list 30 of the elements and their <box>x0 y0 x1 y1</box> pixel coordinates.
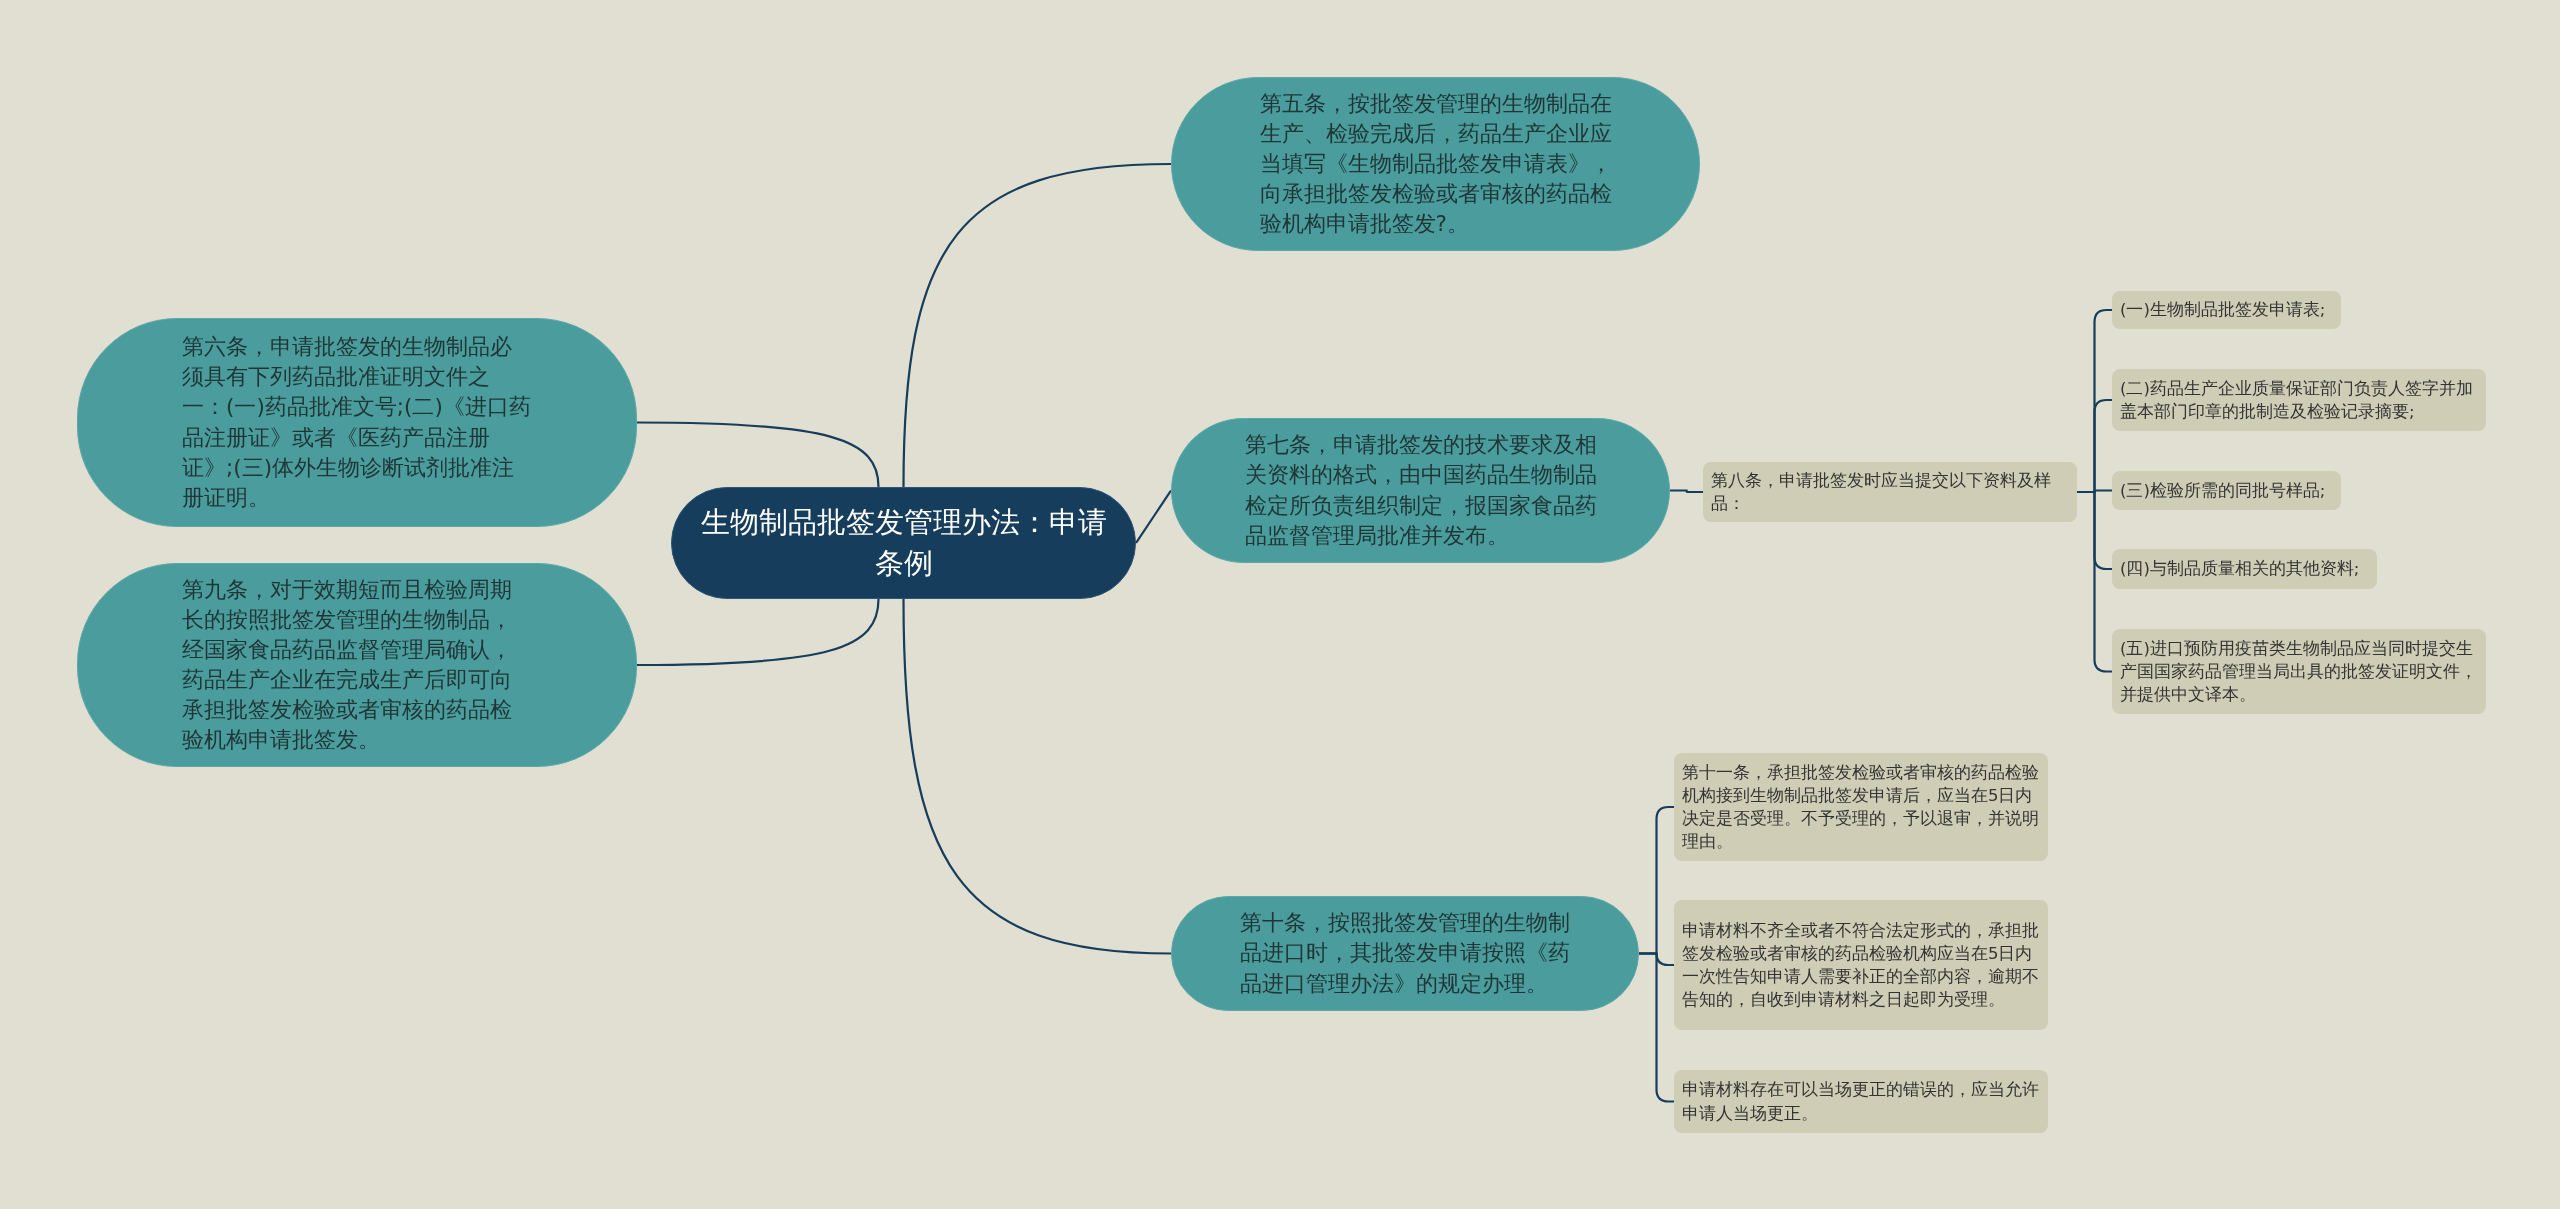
subtopic-box <box>2112 549 2377 589</box>
subtopic-box <box>2112 369 2486 431</box>
subtopic-box <box>1674 753 2048 861</box>
topic-text: 第七条，申请批签发的技术要求及相关资料的格式，由中国药品生物制品检定所负责组织制定，报国家食品药品监督管理局批准并发布。 <box>1244 431 1597 550</box>
subtopic-box <box>2112 291 2341 329</box>
topic-text: 生物制品批签发管理办法：申请条例 <box>699 504 1108 582</box>
topic-text: (四)与制品质量相关的其他资料; <box>2120 558 2361 581</box>
topic-text: 第十一条，承担批签发检验或者审核的药品检验机构接到生物制品批签发申请后，应当在5日内决定是否受理。不予受理的，予以退审，并说明理由。 <box>1682 761 2040 854</box>
topic-text: (一)生物制品批签发申请表; <box>2120 299 2327 322</box>
topic-text: 第十条，按照批签发管理的生物制品进口时，其批签发申请按照《药品进口管理办法》的规定办理。 <box>1240 909 1570 998</box>
topic-text: 申请材料存在可以当场更正的错误的，应当允许申请人当场更正。 <box>1682 1079 2040 1125</box>
topic-text: 第五条，按批签发管理的生物制品在生产、检验完成后，药品生产企业应当填写《生物制品批签发申请表》，向承担批签发检验或者审核的药品检验机构申请批签发?。 <box>1259 89 1612 239</box>
topic-text: (三)检验所需的同批号样品; <box>2120 479 2327 502</box>
topic-text: 第八条，申请批签发时应当提交以下资料及样品： <box>1711 469 2052 515</box>
subtopic-box <box>1674 900 2048 1030</box>
topic-text: 第九条，对于效期短而且检验周期长的按照批签发管理的生物制品，经国家食品药品监督管理局确认，药品生产企业在完成生产后即可向承担批签发检验或者审核的药品检验机构申请批签发。 <box>182 575 513 755</box>
subtopic-box <box>2112 629 2486 714</box>
subtopic-box <box>2112 471 2341 510</box>
topic-text: (二)药品生产企业质量保证部门负责人签字并加盖本部门印章的批制造及检验记录摘要; <box>2120 377 2474 423</box>
connector-line <box>1135 489 1172 544</box>
topic-text: 申请材料不齐全或者不符合法定形式的，承担批签发检验或者审核的药品检验机构应当在5日内一次性告知申请人需要补正的全部内容，逾期不告知的，自收到申请材料之日起即为受理。 <box>1682 919 2040 1012</box>
connector-line <box>637 598 880 667</box>
connector-line <box>1670 489 1703 494</box>
topic-text: (五)进口预防用疫苗类生物制品应当同时提交生产国国家药品管理当局出具的批签发证明文件，并提供中文译本。 <box>2120 637 2478 707</box>
connector-line <box>902 162 1172 488</box>
subtopic-box <box>1703 462 2077 522</box>
topic-text: 第六条，申请批签发的生物制品必须具有下列药品批准证明文件之一：(一)药品批准文号;(二)《进口药品注册证》或者《医药产品注册证》;(三)体外生物诊断试剂批准注册证明。 <box>182 333 532 512</box>
connector-line <box>902 599 1172 955</box>
subtopic-box <box>1674 1070 2048 1133</box>
connector-line <box>637 421 880 488</box>
